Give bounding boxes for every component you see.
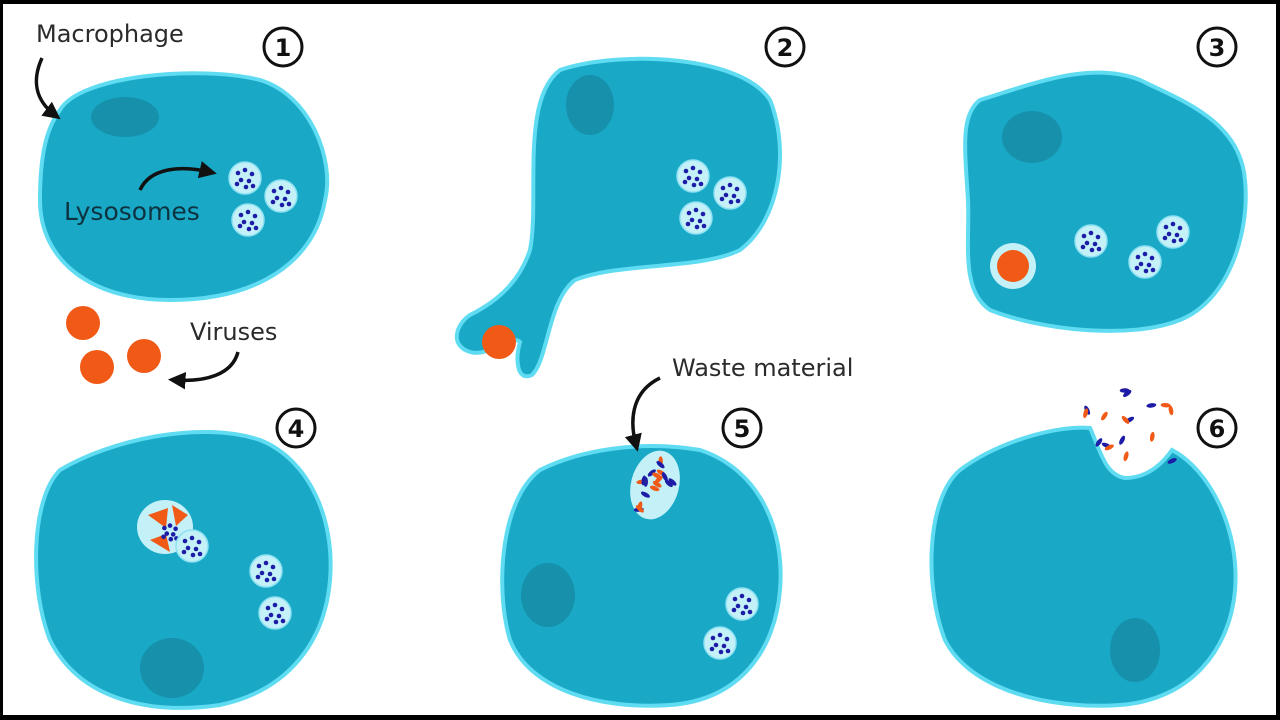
lysosomes-label: Lysosomes — [64, 197, 200, 226]
waste-particle — [654, 475, 663, 484]
nucleus — [91, 97, 159, 137]
waste-particle — [656, 460, 665, 469]
lysosome — [713, 176, 747, 210]
step-number-5: 5 — [721, 407, 763, 449]
lysosome — [231, 203, 265, 237]
waste-particle — [649, 485, 660, 492]
macrophage-cell-step-4 — [34, 429, 333, 710]
macrophage-label: Macrophage — [36, 20, 184, 48]
lysosome — [703, 626, 737, 660]
svg-text:5: 5 — [734, 415, 751, 443]
waste-particle — [1167, 457, 1177, 464]
macrophage-cell-step-1 — [37, 71, 330, 303]
lysosome — [679, 201, 713, 235]
waste-particle — [1149, 431, 1155, 442]
macrophage-cell-step-6 — [929, 388, 1238, 708]
lysosome — [1074, 224, 1108, 258]
waste-particle — [668, 478, 677, 486]
svg-text:2: 2 — [777, 34, 794, 62]
waste-particle — [1146, 403, 1157, 408]
waste-material-arrow — [624, 376, 661, 452]
viruses-arrow — [168, 351, 240, 390]
lysosome — [249, 554, 283, 588]
waste-particle — [664, 479, 673, 488]
waste-particle — [1123, 390, 1132, 398]
waste-material-label: Waste material — [672, 354, 853, 382]
svg-text:1: 1 — [275, 34, 292, 62]
lysosome — [228, 161, 262, 195]
waste-particle — [1083, 408, 1089, 419]
waste-particle — [1095, 438, 1103, 447]
lysosome — [175, 529, 209, 563]
waste-particle — [640, 491, 650, 498]
waste-particle — [1168, 405, 1174, 416]
waste-particle — [1121, 415, 1130, 424]
svg-text:4: 4 — [288, 415, 305, 443]
lysosome — [676, 159, 710, 193]
lysosome — [725, 587, 759, 621]
waste-particle — [1104, 444, 1114, 451]
waste-particle — [1119, 435, 1126, 445]
waste-particle — [641, 475, 647, 486]
svg-text:6: 6 — [1209, 415, 1226, 443]
macrophage-cell-step-5 — [500, 444, 783, 708]
waste-particle — [1123, 451, 1129, 462]
lysosome — [258, 596, 292, 630]
svg-text:3: 3 — [1209, 34, 1226, 62]
waste-particle — [1101, 411, 1108, 421]
step-number-1: 1 — [262, 26, 304, 68]
macrophage-arrow — [34, 57, 61, 120]
lysosome — [1156, 215, 1190, 249]
lysosome — [264, 179, 298, 213]
viruses — [66, 306, 161, 384]
waste-particle — [647, 469, 656, 477]
step-number-6: 6 — [1196, 407, 1238, 449]
step-number-3: 3 — [1196, 26, 1238, 68]
viruses-label: Viruses — [190, 318, 277, 346]
macrophage-cell-step-2 — [454, 56, 782, 379]
waste-particle — [635, 505, 644, 513]
macrophage-cell-step-3 — [963, 70, 1248, 333]
step-number-4: 4 — [275, 407, 317, 449]
waste-particle — [1160, 402, 1171, 408]
step-number-2: 2 — [764, 26, 806, 68]
lysosome — [1128, 245, 1162, 279]
waste-particle — [661, 472, 668, 482]
lysosomes-arrow — [138, 161, 217, 191]
